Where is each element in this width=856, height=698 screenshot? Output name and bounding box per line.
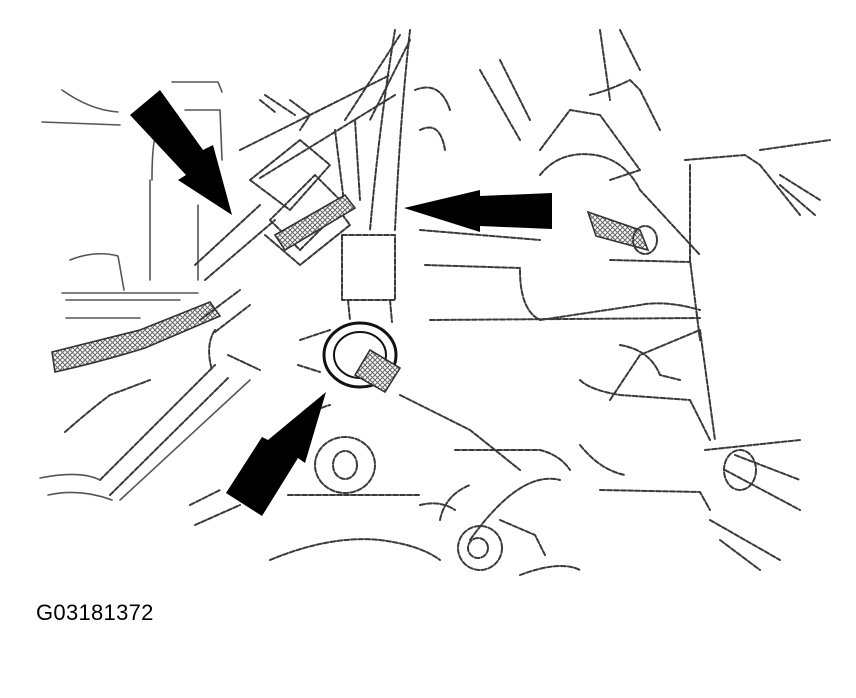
arrow-up-right-icon <box>226 392 326 516</box>
arrow-down-right-icon <box>130 90 232 215</box>
figure-id-label: G03181372 <box>36 600 154 625</box>
lower-tube <box>39 329 261 526</box>
corrugated-loom <box>51 289 251 373</box>
callout-arrows <box>130 90 552 516</box>
arrow-left-icon <box>404 190 552 232</box>
upper-left-structure <box>41 81 223 319</box>
lower-right-structure <box>579 329 801 571</box>
lower-mount <box>269 394 581 576</box>
vertical-pipe <box>341 29 541 323</box>
round-fitting <box>297 321 402 394</box>
right-bracket <box>429 29 831 341</box>
harness-bracket <box>194 34 411 281</box>
